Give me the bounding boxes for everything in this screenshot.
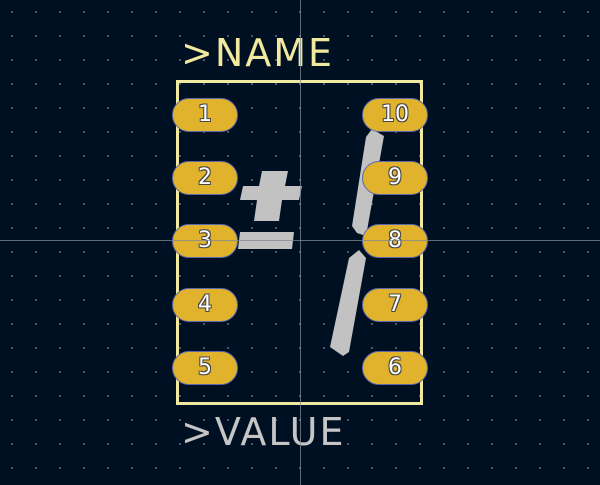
- pad-number: 2: [198, 165, 212, 190]
- cursor-crosshair-vertical: [300, 0, 301, 485]
- pad-number: 8: [388, 228, 402, 253]
- pad-number: 6: [388, 355, 402, 380]
- plus-icon: [240, 171, 302, 221]
- pad-1[interactable]: 1: [172, 98, 238, 132]
- pad-number: 9: [388, 165, 402, 190]
- reference-designator[interactable]: >NAME: [181, 31, 335, 75]
- pad-6[interactable]: 6: [362, 351, 428, 385]
- pad-number: 7: [388, 292, 402, 317]
- pad-2[interactable]: 2: [172, 161, 238, 195]
- pad-number: 1: [198, 102, 212, 127]
- segment-lower: [330, 250, 366, 356]
- pad-4[interactable]: 4: [172, 288, 238, 322]
- pad-number: 5: [198, 355, 212, 380]
- pad-10[interactable]: 10: [362, 98, 428, 132]
- pad-3[interactable]: 3: [172, 224, 238, 258]
- pad-number: 10: [381, 102, 409, 127]
- value-field[interactable]: >VALUE: [181, 410, 346, 454]
- pad-9[interactable]: 9: [362, 161, 428, 195]
- pad-8[interactable]: 8: [362, 224, 428, 258]
- pad-number: 4: [198, 292, 212, 317]
- pad-number: 3: [198, 228, 212, 253]
- pad-7[interactable]: 7: [362, 288, 428, 322]
- pad-5[interactable]: 5: [172, 351, 238, 385]
